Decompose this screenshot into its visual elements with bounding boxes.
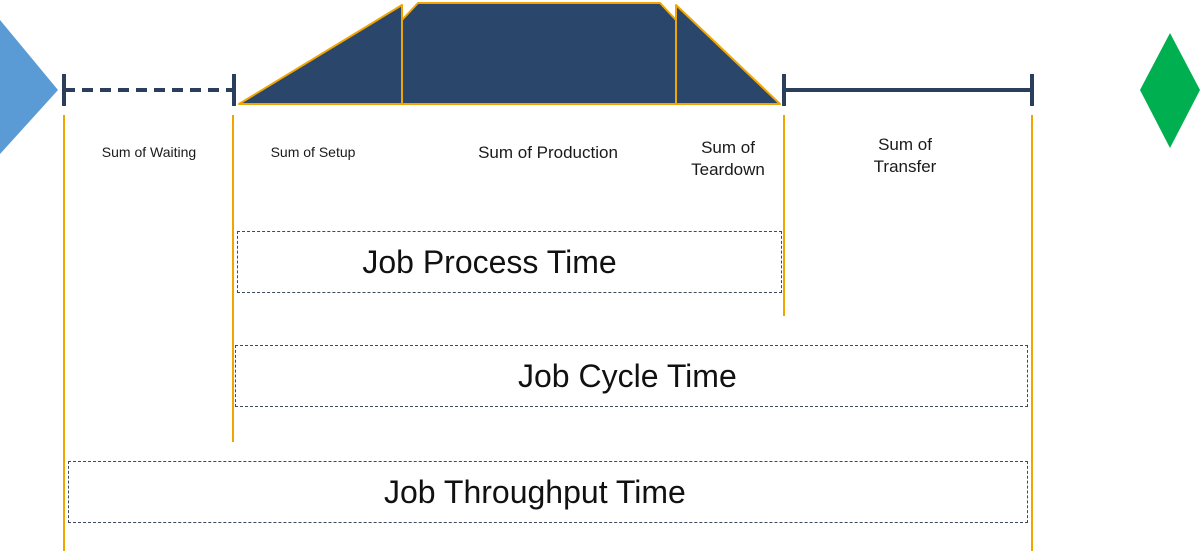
- start-arrow-icon: [0, 20, 58, 154]
- label-sum-of-teardown: Sum of Teardown: [691, 138, 765, 180]
- waiting-segment: [62, 74, 236, 106]
- job-process-time-box: Job Process Time: [237, 231, 782, 293]
- job-cycle-time-label: Job Cycle Time: [518, 357, 737, 394]
- job-cycle-time-box: Job Cycle Time: [235, 345, 1028, 407]
- transfer-segment: [782, 74, 1034, 106]
- end-diamond-icon: [1140, 33, 1200, 148]
- label-sum-of-setup: Sum of Setup: [270, 144, 356, 160]
- job-throughput-time-box: Job Throughput Time: [68, 461, 1028, 523]
- label-sum-of-production: Sum of Production: [478, 143, 618, 162]
- setup-shape: [238, 4, 403, 105]
- teardown-shape: [675, 4, 781, 105]
- label-sum-of-waiting: Sum of Waiting: [101, 144, 197, 160]
- production-shape: [401, 2, 677, 105]
- job-throughput-time-label: Job Throughput Time: [384, 473, 686, 510]
- label-sum-of-transfer: Sum of Transfer: [873, 135, 937, 177]
- job-process-time-label: Job Process Time: [362, 243, 617, 280]
